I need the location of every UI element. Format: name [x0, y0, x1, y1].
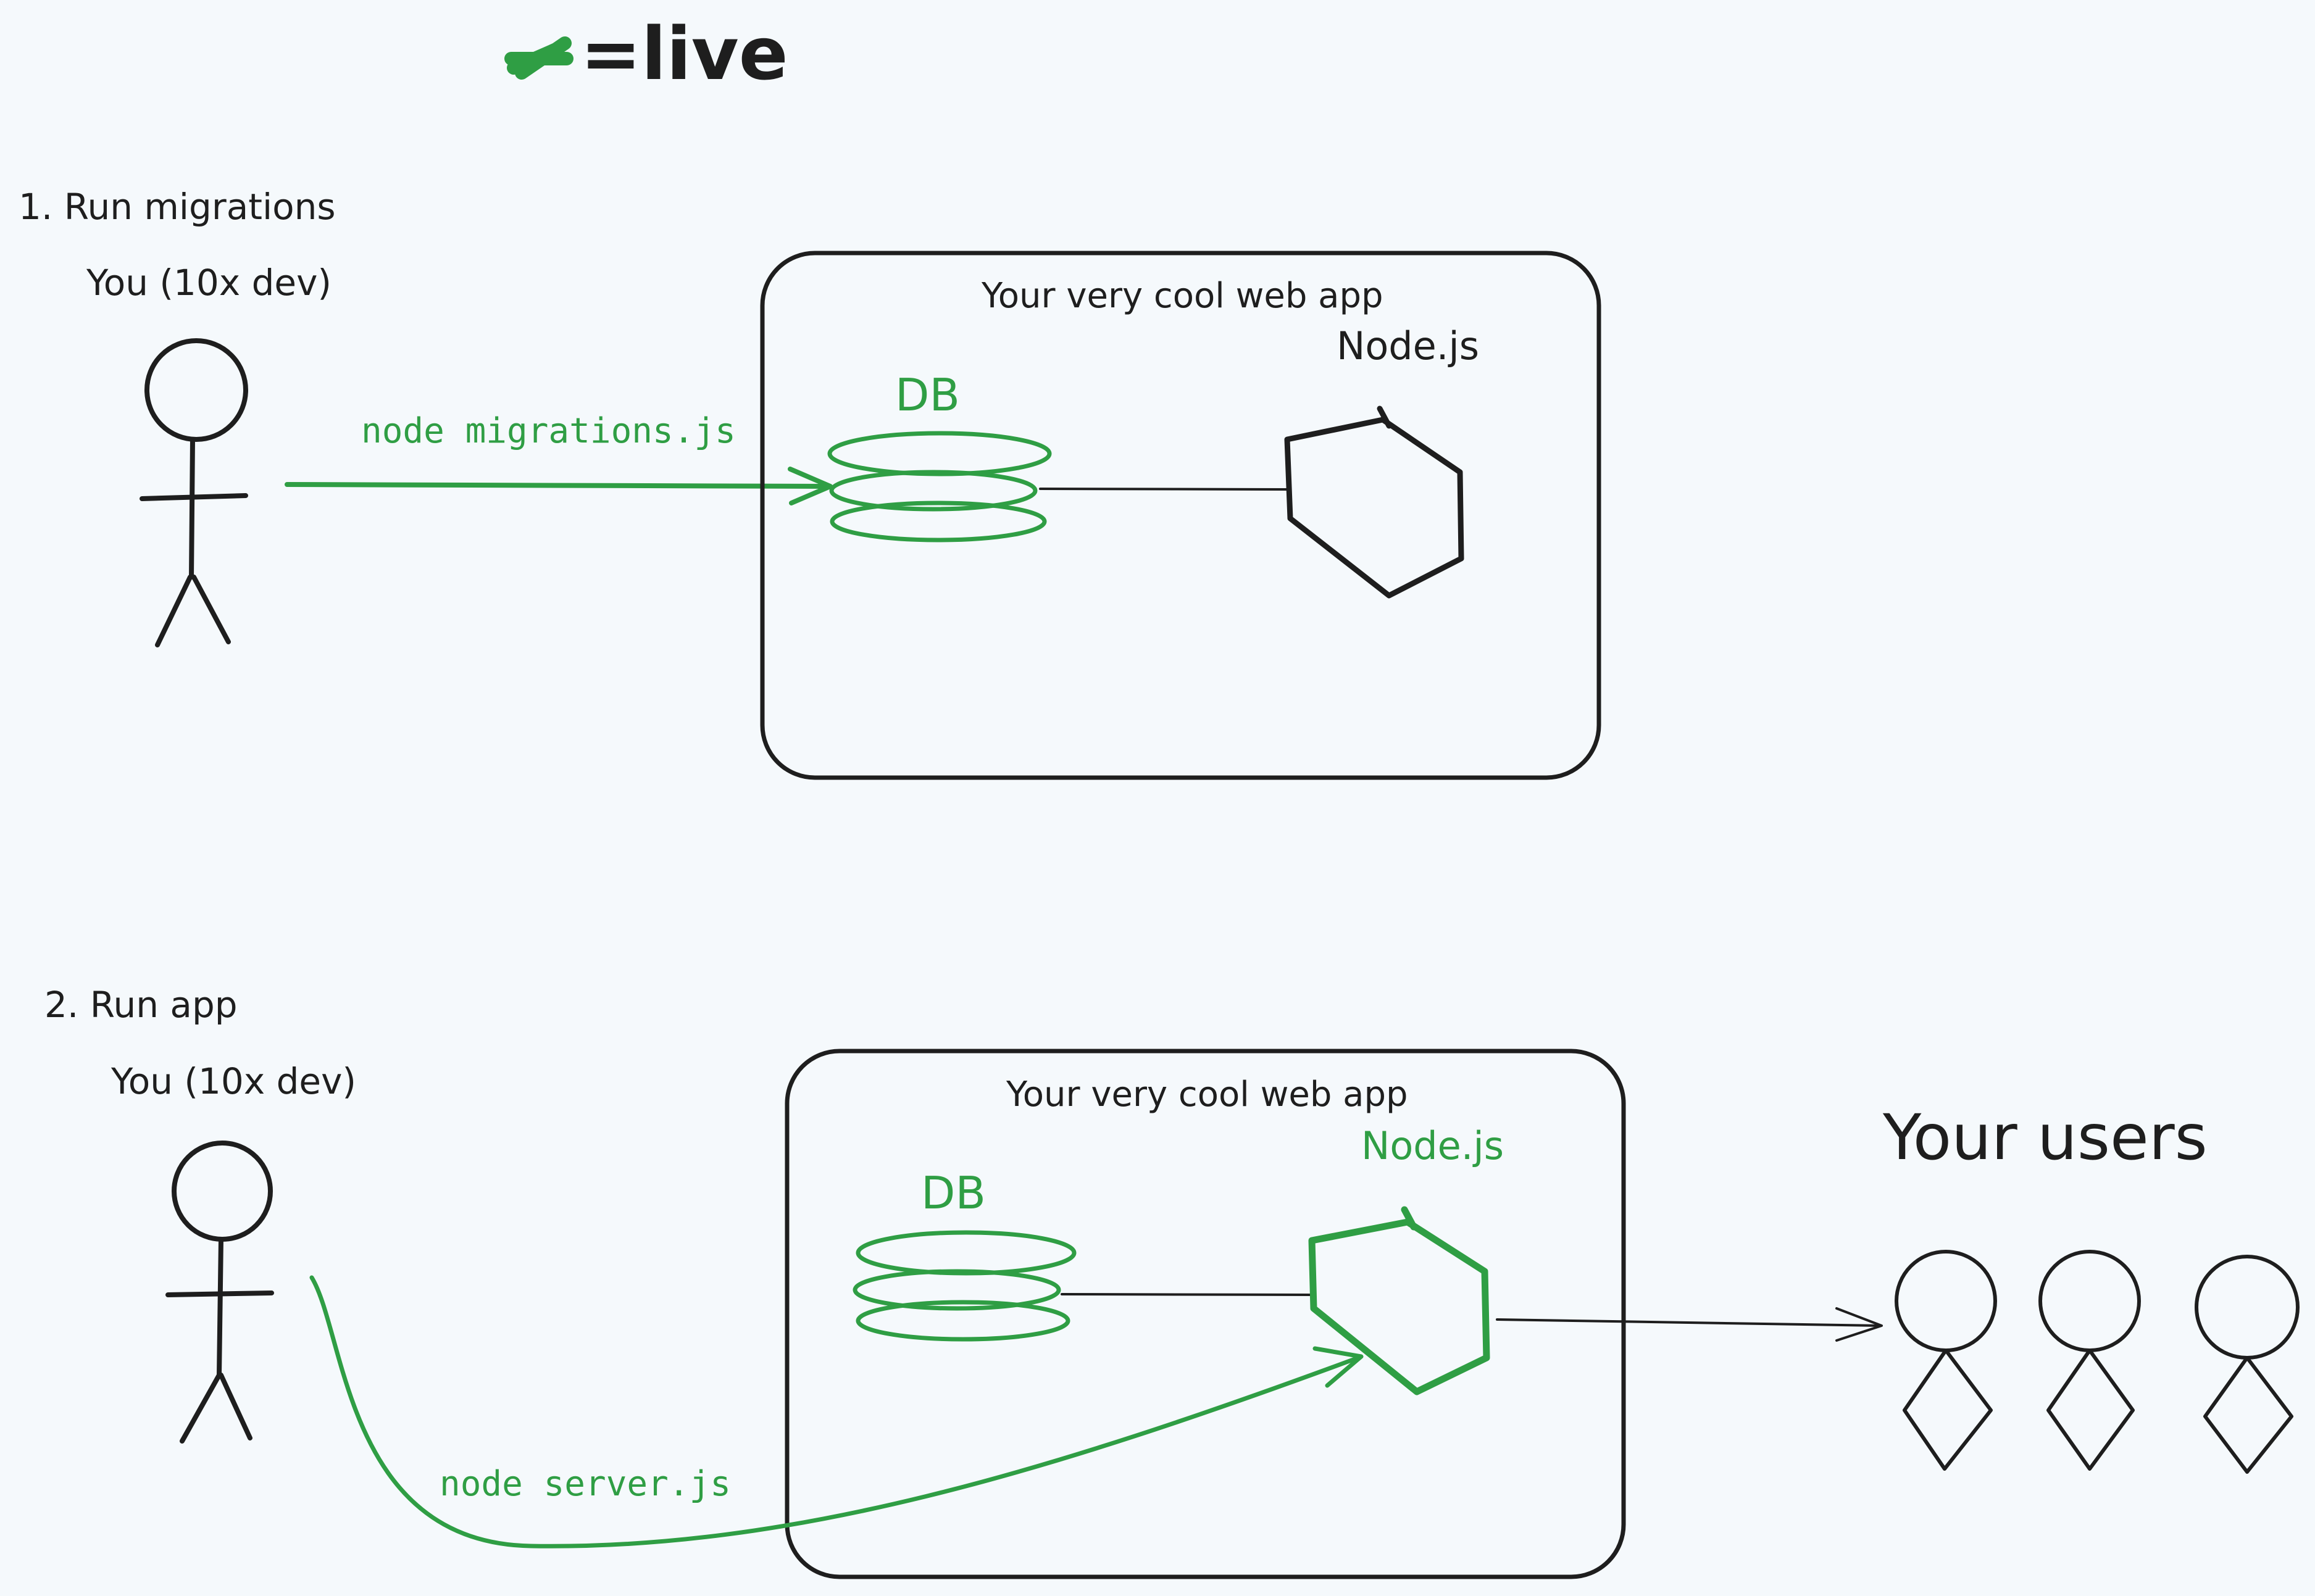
- step2-section: 2. Run app You (10x dev) Your very cool …: [44, 984, 2300, 1579]
- step1-app-title: Your very cool web app: [981, 276, 1383, 316]
- user-icon: [2038, 1250, 2141, 1471]
- legend-label: =live: [580, 11, 788, 96]
- step1-app-box: [760, 251, 1601, 780]
- step2-db-node-connection: [1061, 1293, 1313, 1296]
- step1-nodejs-hexagon-icon: [1284, 405, 1464, 599]
- step1-command-label: node migrations.js: [361, 411, 736, 451]
- migration-arrow: [285, 467, 833, 505]
- developer-icon: [165, 1141, 274, 1444]
- step1-title: 1. Run migrations: [19, 186, 336, 228]
- step1-db-label: DB: [895, 369, 960, 421]
- user-icon: [2195, 1255, 2300, 1474]
- step1-section: 1. Run migrations You (10x dev) node mig…: [19, 186, 1601, 780]
- step2-actor-label: You (10x dev): [111, 1060, 356, 1102]
- live-marker-scribble: [504, 36, 574, 80]
- developer-icon: [140, 338, 248, 647]
- step1-database-icon: [827, 431, 1052, 542]
- step2-app-title: Your very cool web app: [1006, 1074, 1408, 1115]
- legend: =live: [504, 11, 788, 96]
- server-start-arrow: [309, 1275, 1364, 1548]
- users-traffic-arrow: [1496, 1307, 1883, 1342]
- user-icon: [1895, 1250, 1997, 1471]
- users-label: Your users: [1882, 1101, 2208, 1174]
- step2-command-label: node server.js: [440, 1464, 731, 1504]
- step2-nodejs-hexagon-icon: [1308, 1206, 1490, 1395]
- step1-node-label: Node.js: [1337, 323, 1479, 368]
- step2-db-label: DB: [921, 1167, 986, 1219]
- step2-title: 2. Run app: [44, 984, 238, 1026]
- step2-node-label: Node.js: [1361, 1123, 1504, 1168]
- step1-actor-label: You (10x dev): [86, 262, 332, 304]
- step2-database-icon: [853, 1230, 1077, 1342]
- step2-app-box: [785, 1049, 1626, 1579]
